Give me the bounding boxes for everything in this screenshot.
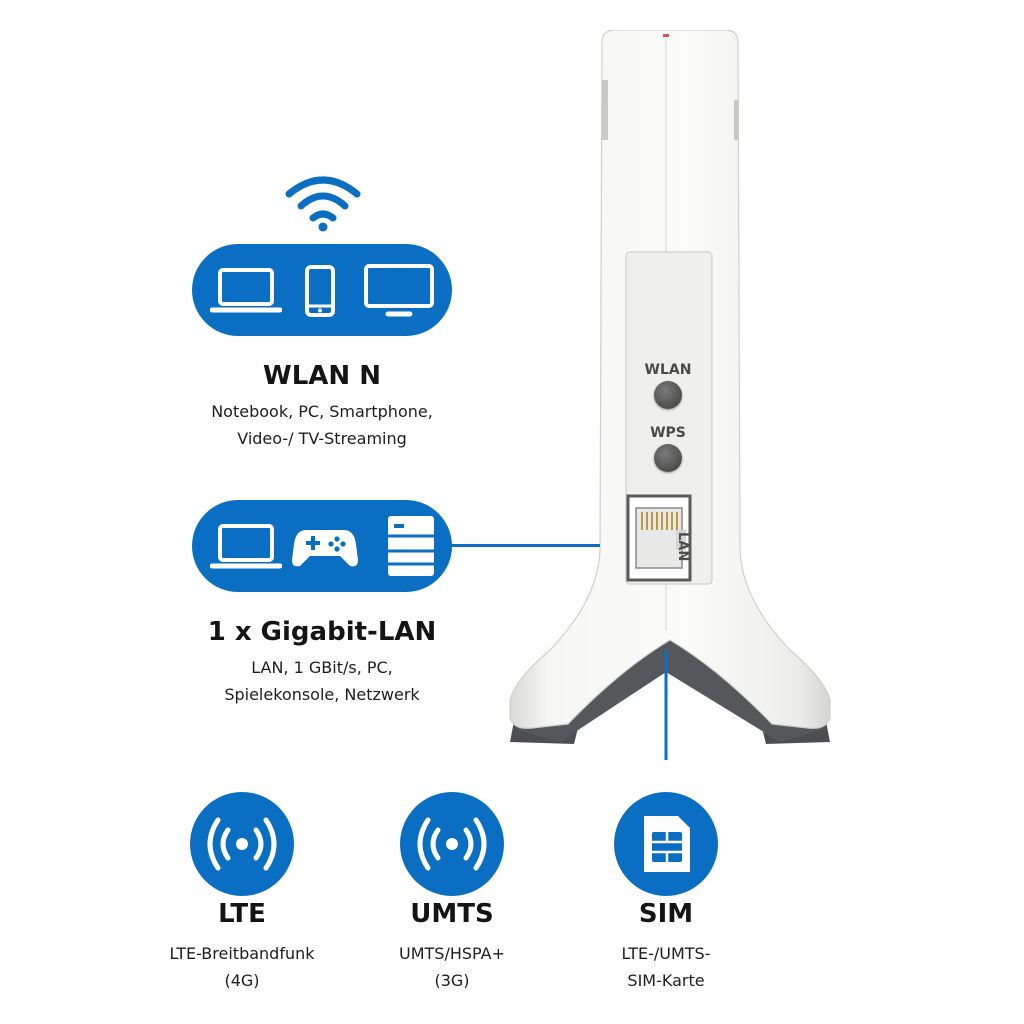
wps-button[interactable]: [654, 444, 682, 472]
wlan-description-line-1: Notebook, PC, Smartphone,: [211, 402, 433, 421]
umts-badge: [400, 792, 504, 896]
umts-title: UMTS: [410, 899, 494, 929]
lan-connector-line: [450, 544, 600, 547]
radio-signal-icon: [207, 817, 277, 871]
smartphone-icon: [305, 265, 335, 317]
sim-description-line-2: SIM-Karte: [627, 971, 705, 990]
lan-description-line-1: LAN, 1 GBit/s, PC,: [251, 658, 393, 677]
wifi-icon: [285, 176, 361, 232]
wlan-title: WLAN N: [263, 361, 381, 391]
lte-badge: [190, 792, 294, 896]
radio-signal-icon: [417, 817, 487, 871]
wlan-button[interactable]: [654, 381, 682, 409]
umts-description-line-1: UMTS/HSPA+: [399, 944, 505, 963]
lan-title: 1 x Gigabit-LAN: [207, 617, 437, 647]
lan-description-line-2: Spielekonsole, Netzwerk: [224, 685, 420, 704]
lte-title: LTE: [218, 899, 266, 929]
gamepad-icon: [292, 530, 358, 567]
wlan-button-label: WLAN: [644, 362, 692, 378]
wlan-description-line-2: Video-/ TV-Streaming: [237, 429, 407, 448]
wlan-devices-pill: [192, 244, 452, 336]
router-device: [509, 30, 831, 760]
lte-description-line-2: (4G): [224, 971, 260, 990]
sim-description-line-1: LTE-/UMTS-: [621, 944, 711, 963]
laptop-icon: [210, 268, 282, 313]
sim-badge: [614, 792, 718, 896]
lan-port[interactable]: [628, 496, 690, 580]
server-icon: [388, 516, 434, 576]
sim-title: SIM: [638, 899, 694, 929]
umts-description-line-2: (3G): [434, 971, 470, 990]
wps-button-label: WPS: [650, 425, 686, 441]
laptop-icon: [210, 524, 282, 569]
sim-card-icon: [644, 816, 690, 872]
lte-description-line-1: LTE-Breitbandfunk: [169, 944, 315, 963]
lan-devices-pill: [192, 500, 452, 592]
monitor-icon: [364, 264, 434, 317]
